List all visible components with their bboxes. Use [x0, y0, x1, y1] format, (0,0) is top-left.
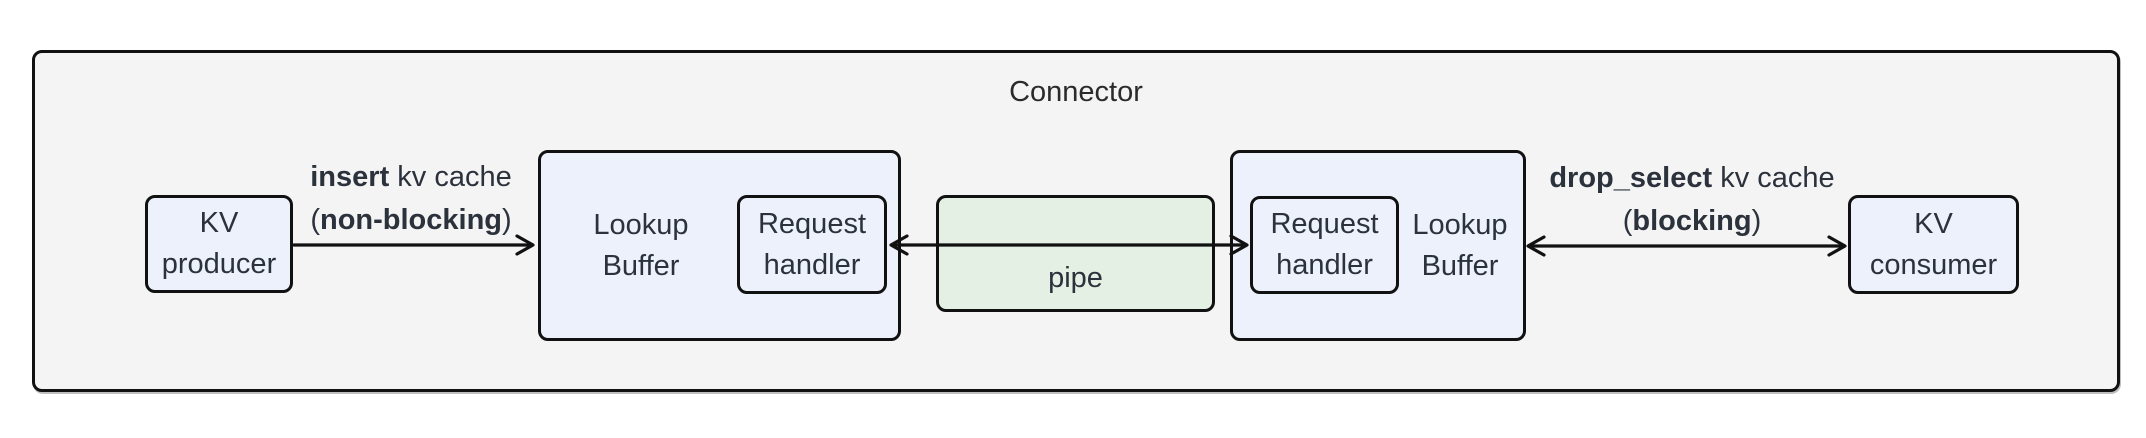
lookup-buffer-right-label-area: Lookup Buffer: [1397, 153, 1523, 338]
request-handler-right-label: Request handler: [1270, 208, 1379, 281]
insert-edge-label: insert kv cache (non-blocking): [283, 156, 539, 242]
paren-close: ): [1751, 205, 1762, 237]
paren-close: ): [502, 204, 512, 236]
insert-keyword: insert: [310, 161, 390, 193]
connector-title: Connector: [1009, 76, 1143, 108]
request-handler-right-node: Request handler: [1250, 196, 1399, 294]
lookup-buffer-left-node: Lookup Buffer: [538, 150, 901, 341]
pipe-label: pipe: [1048, 262, 1103, 294]
request-handler-left-node: Request handler: [737, 195, 887, 294]
paren-open: (: [1622, 205, 1633, 237]
lookup-buffer-left-label-area: Lookup Buffer: [541, 153, 741, 338]
non-blocking-keyword: non-blocking: [319, 204, 503, 236]
lookup-buffer-left-label: Lookup Buffer: [593, 208, 689, 282]
drop-select-keyword: drop_select: [1549, 162, 1713, 194]
kv-consumer-node: KV consumer: [1848, 195, 2019, 294]
insert-rest: kv cache: [389, 161, 512, 193]
kv-producer-node: KV producer: [145, 195, 293, 293]
lookup-buffer-right-label: Lookup Buffer: [1412, 208, 1508, 282]
request-handler-left-label: Request handler: [757, 207, 866, 281]
pipe-node: pipe: [936, 195, 1215, 312]
paren-open: (: [310, 204, 320, 236]
drop-select-edge-label: drop_select kv cache (blocking): [1532, 157, 1852, 243]
kv-consumer-label: KV consumer: [1869, 207, 1998, 281]
kv-producer-label: KV producer: [161, 207, 277, 280]
blocking-keyword: blocking: [1632, 205, 1752, 237]
drop-select-rest: kv cache: [1712, 162, 1835, 194]
